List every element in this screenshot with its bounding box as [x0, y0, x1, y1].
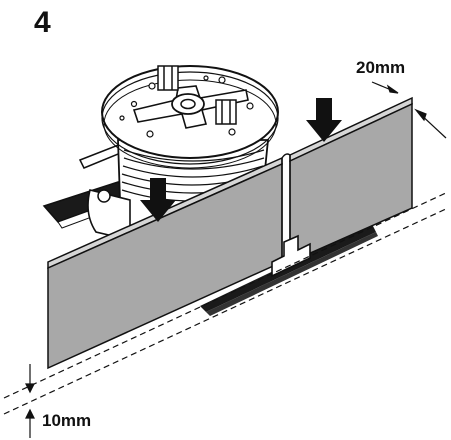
dimension-lines-top: [371, 81, 447, 139]
joint-clip: [271, 234, 311, 278]
dimension-label-top: 20mm: [356, 58, 406, 77]
press-arrow-left: [140, 178, 176, 222]
spacer-tabs: [157, 65, 237, 125]
pedestal-support: [78, 65, 279, 242]
step-number: 4: [34, 6, 51, 39]
floor-dashed-lines: [3, 191, 449, 415]
pedestal-holes: [119, 75, 254, 138]
dimension-lines-bottom: [25, 364, 35, 438]
press-arrow-right: [306, 98, 342, 142]
dimension-label-bottom: 10mm: [42, 411, 92, 430]
